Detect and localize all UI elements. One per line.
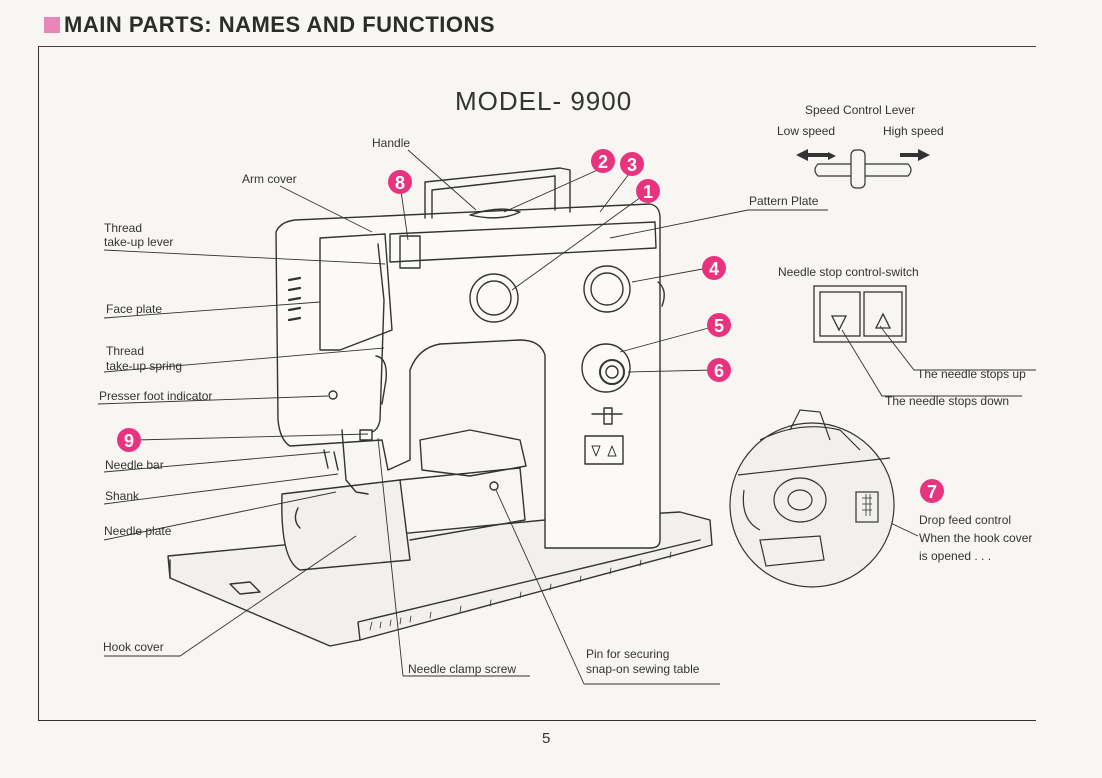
badge-7-text: 7	[927, 482, 937, 502]
label-low-speed: Low speed	[777, 124, 836, 138]
badge-2-text: 2	[598, 152, 608, 172]
label-speed-control: Speed Control Lever	[805, 103, 916, 117]
badge-5	[707, 313, 731, 337]
badge-3-text: 3	[627, 155, 637, 175]
label-pin-2: snap-on sewing table	[586, 662, 700, 676]
badge-1	[636, 179, 660, 203]
label-needle-stops-up: The needle stops up	[917, 367, 1026, 381]
badge-7	[920, 479, 944, 503]
label-needle-stops-down: The needle stops down	[885, 394, 1010, 408]
label-pin-1: Pin for securing	[586, 647, 670, 661]
badge-3	[620, 152, 644, 176]
badge-4	[702, 256, 726, 280]
label-thread-takeup-lever-1: Thread	[104, 221, 143, 235]
label-face-plate: Face plate	[106, 302, 163, 316]
label-needle-stop-switch: Needle stop control-switch	[778, 265, 919, 279]
section-marker	[44, 17, 60, 33]
label-thread-takeup-spring-1: Thread	[106, 344, 145, 358]
top-rule	[38, 46, 1036, 47]
page-header: MAIN PARTS: NAMES AND FUNCTIONS	[44, 12, 495, 38]
label-arm-cover: Arm cover	[242, 172, 297, 186]
label-presser-foot-indicator: Presser foot indicator	[99, 389, 213, 403]
label-handle: Handle	[372, 136, 411, 150]
badge-4-text: 4	[709, 259, 719, 279]
page-number: 5	[542, 730, 551, 747]
label-shank: Shank	[105, 489, 140, 503]
label-needle-clamp-screw: Needle clamp screw	[408, 662, 517, 676]
label-needle-plate: Needle plate	[104, 524, 172, 538]
label-drop-feed-2: When the hook cover	[919, 531, 1033, 545]
badge-1-text: 1	[643, 182, 653, 202]
label-hook-cover: Hook cover	[103, 640, 164, 654]
badge-5-text: 5	[714, 316, 724, 336]
label-high-speed: High speed	[883, 124, 944, 138]
badge-2	[591, 149, 615, 173]
badge-8	[388, 170, 412, 194]
badge-8-text: 8	[395, 173, 405, 193]
label-pattern-plate: Pattern Plate	[749, 194, 819, 208]
label-thread-takeup-spring-2: take-up spring	[106, 359, 183, 373]
label-drop-feed-3: is opened . . .	[919, 549, 992, 563]
label-drop-feed-1: Drop feed control	[919, 513, 1012, 527]
label-thread-takeup-lever-2: take-up lever	[104, 235, 174, 249]
badge-9	[117, 428, 141, 452]
label-needle-bar: Needle bar	[105, 458, 164, 472]
badge-6	[707, 358, 731, 382]
model-title: MODEL- 9900	[455, 86, 633, 116]
badge-9-text: 9	[124, 431, 134, 451]
badge-6-text: 6	[714, 361, 724, 381]
page-title: MAIN PARTS: NAMES AND FUNCTIONS	[64, 12, 496, 37]
content-frame	[38, 46, 1036, 721]
callout-badges: 1 2 3 4 5 6 7 8 9	[117, 149, 944, 503]
